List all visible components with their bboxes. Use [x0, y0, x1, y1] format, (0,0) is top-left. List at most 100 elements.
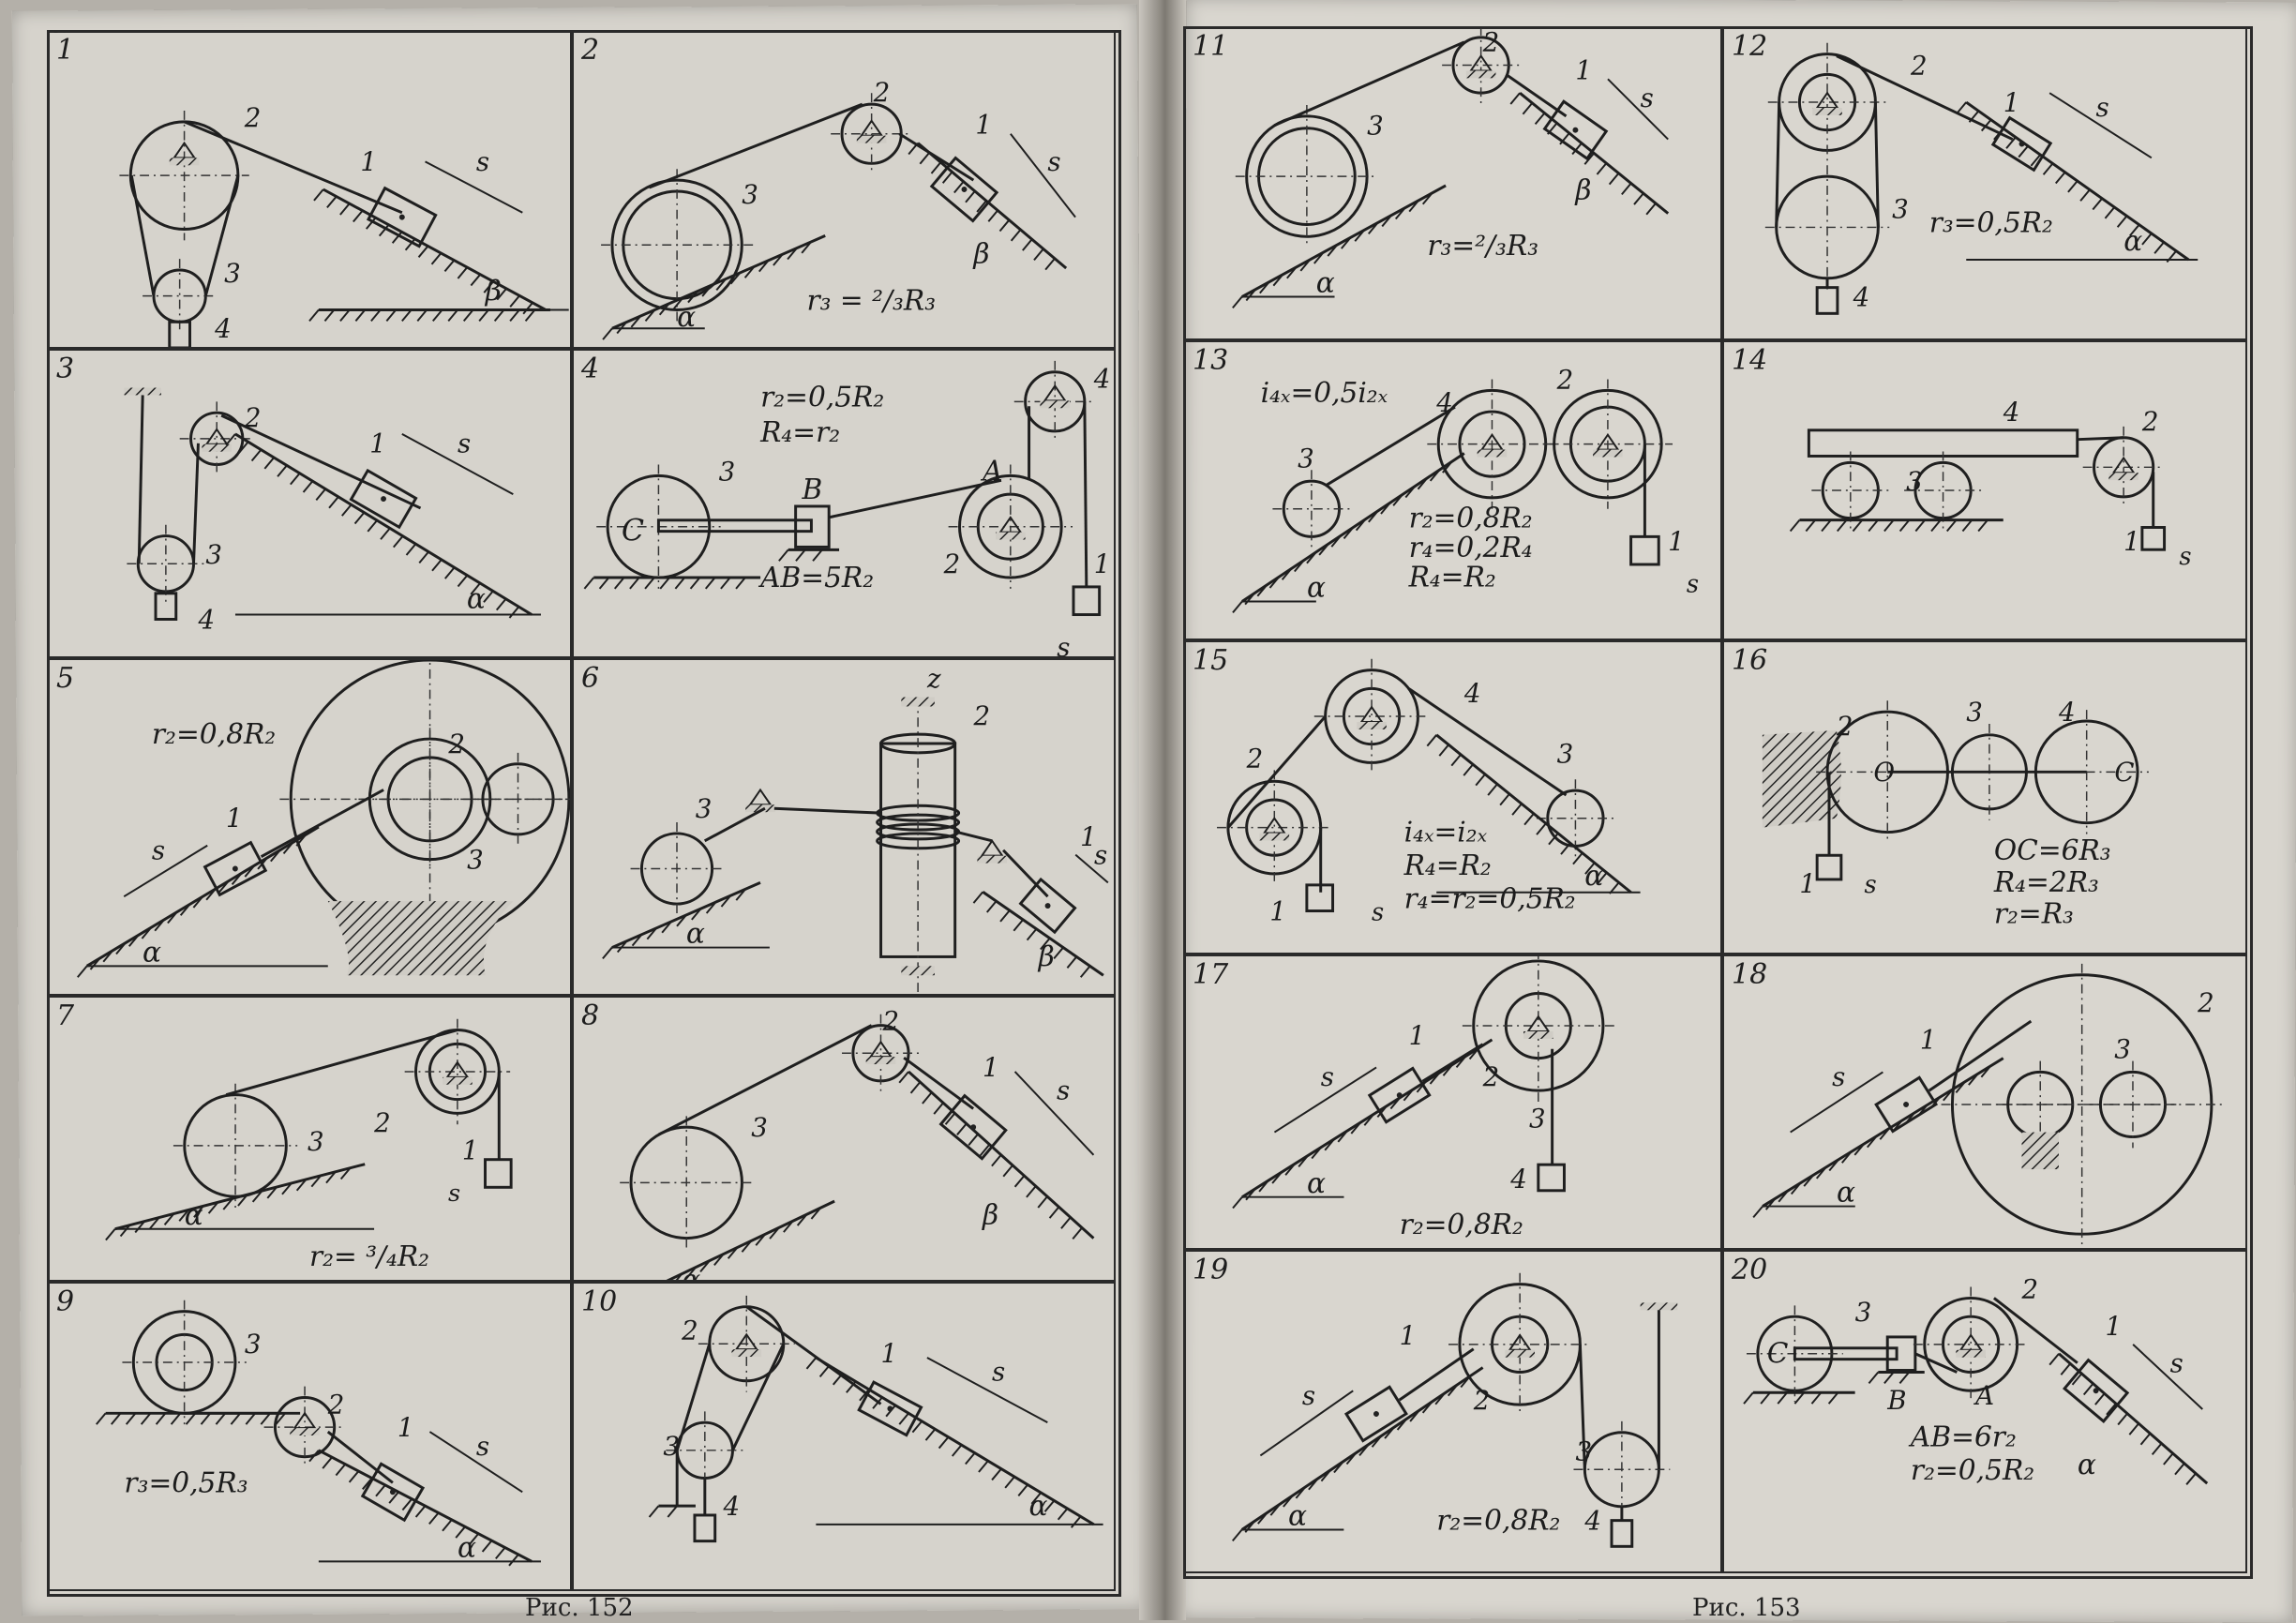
wheel-3	[472, 752, 564, 846]
s-label: s	[1047, 146, 1060, 177]
formula-text: r₄=0,2R₄	[1409, 532, 1533, 564]
displacement-arrow: s	[2048, 92, 2153, 159]
label: 2	[681, 1315, 698, 1345]
label: 2	[373, 1107, 391, 1138]
ground-hatch	[778, 548, 840, 562]
label: 4	[214, 313, 232, 344]
label: s	[1865, 871, 1877, 899]
displacement-arrow: s	[1273, 1061, 1377, 1134]
hinge-support	[1505, 1333, 1535, 1358]
rope-line	[1407, 687, 1568, 797]
displacement-arrow: s	[425, 146, 523, 214]
rope-line	[731, 1343, 786, 1451]
displacement-arrow: s	[1074, 840, 1109, 884]
label: 1	[1575, 54, 1592, 85]
label: 1	[983, 1052, 999, 1083]
label: 2	[1473, 1385, 1491, 1416]
label: 4	[1509, 1164, 1527, 1195]
ground-line	[323, 188, 547, 311]
label: 2	[327, 1389, 345, 1420]
label: 1	[1080, 821, 1097, 852]
ground-hatch	[972, 891, 1104, 978]
ground-line	[318, 1449, 533, 1563]
angle-label: α	[2123, 224, 2142, 257]
wheel-3	[1272, 470, 1351, 549]
formula-text: r₂=0,8R₂	[1409, 503, 1533, 534]
hinge-support	[856, 119, 887, 143]
block-1	[1815, 853, 1843, 881]
angle-label: β	[485, 275, 502, 308]
angle-label: α	[1307, 572, 1326, 604]
ground-hatch	[1868, 1371, 1925, 1384]
label: 3	[1892, 194, 1909, 225]
s-label: s	[2170, 1347, 2183, 1378]
angle-label: α	[682, 1264, 700, 1280]
label: s	[2179, 543, 2191, 571]
angle-label: β	[982, 1199, 998, 1231]
label: A	[980, 454, 1002, 487]
hinge-support	[731, 1332, 762, 1358]
rope-line	[1324, 405, 1456, 488]
hinge-support	[1477, 433, 1508, 458]
label: 2	[1910, 50, 1928, 81]
rope-line	[1775, 102, 1781, 228]
ground-hatch	[666, 1199, 835, 1280]
displacement-arrow: s	[2132, 1344, 2203, 1410]
scheme-number: 11	[1193, 30, 1229, 63]
angle-label: α	[686, 917, 705, 950]
weight-4	[1610, 1519, 1634, 1548]
s-label: s	[2096, 92, 2109, 123]
ground-line	[2058, 1352, 2209, 1485]
rope-line	[954, 830, 993, 843]
displacement-arrow: s	[123, 835, 208, 898]
rope-line	[648, 102, 863, 189]
ground-hatch	[1232, 1038, 1493, 1210]
block-4	[1537, 1163, 1566, 1193]
wheel-3	[1536, 779, 1614, 858]
scheme-number: 1	[56, 34, 75, 67]
ground-hatch	[908, 142, 1068, 271]
angle-label: α	[1307, 1167, 1326, 1199]
label: 3	[751, 1112, 768, 1143]
ground-hatch	[2048, 1352, 2209, 1485]
label: 2	[244, 402, 262, 433]
ground-hatch	[602, 234, 826, 340]
support-base	[327, 901, 514, 976]
label: 4	[1093, 364, 1111, 395]
label: 1	[1269, 895, 1286, 926]
displacement-arrow: s	[401, 428, 514, 495]
label: 3	[742, 179, 758, 210]
label: 2	[881, 1006, 899, 1037]
scheme-number: 5	[56, 662, 75, 695]
formula-text: r₄=r₂=0,5R₂	[1404, 882, 1576, 915]
ground-hatch	[77, 825, 320, 978]
scheme-cell-1: 1αs2134β	[47, 30, 572, 349]
label: 2	[2021, 1273, 2039, 1304]
rope-line	[1226, 715, 1327, 829]
formula-text: r₃=²/₃R₃	[1427, 229, 1538, 262]
ground-hatch	[583, 576, 761, 590]
label: 2	[1482, 1061, 1500, 1092]
label: 3	[1575, 1435, 1592, 1466]
label: 1	[1920, 1025, 1937, 1056]
block-1	[360, 1462, 426, 1523]
wheel-2	[2082, 426, 2165, 508]
label: B	[802, 473, 823, 505]
block-1	[1072, 585, 1102, 617]
rope-line	[773, 806, 881, 815]
label: 4	[2003, 397, 2020, 428]
label: O	[1873, 757, 1895, 788]
label: 3	[245, 1329, 262, 1360]
block-1	[929, 156, 999, 223]
